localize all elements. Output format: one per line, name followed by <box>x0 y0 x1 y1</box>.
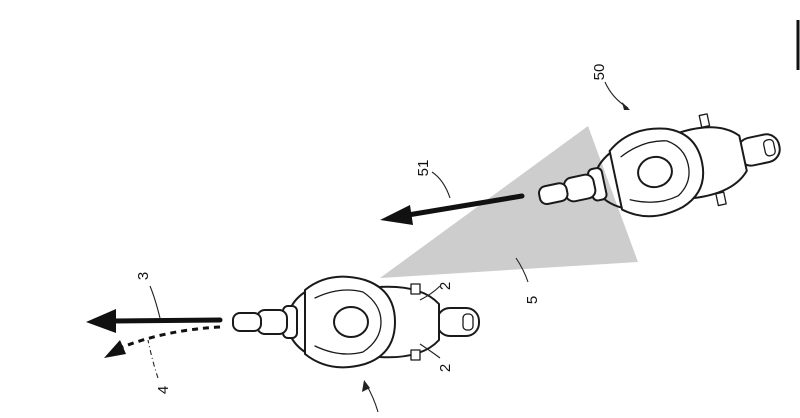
label-50: 50 <box>591 64 608 81</box>
label-5: 5 <box>524 296 541 304</box>
leader-50-tip <box>622 102 630 110</box>
leader-2-upper <box>419 285 441 301</box>
leader-50 <box>604 81 629 109</box>
leader-4 <box>147 339 159 379</box>
leader-3 <box>149 285 161 319</box>
label-51: 51 <box>415 160 432 177</box>
leader-5 <box>515 257 529 283</box>
detection-area-shading <box>380 126 638 278</box>
own-travel-arrow <box>86 309 223 333</box>
leader-2-lower <box>419 343 441 359</box>
label-4: 4 <box>155 386 172 394</box>
predicted-path <box>104 325 221 358</box>
own-motorcycle <box>232 275 480 369</box>
other-motorcycle <box>538 113 781 218</box>
leader-51 <box>431 171 451 199</box>
label-2-lower: 2 <box>437 364 454 372</box>
leader-own-vehicle-tip <box>362 380 370 392</box>
label-2-upper: 2 <box>437 282 454 290</box>
other-travel-arrow <box>380 193 525 225</box>
label-3: 3 <box>135 272 152 280</box>
